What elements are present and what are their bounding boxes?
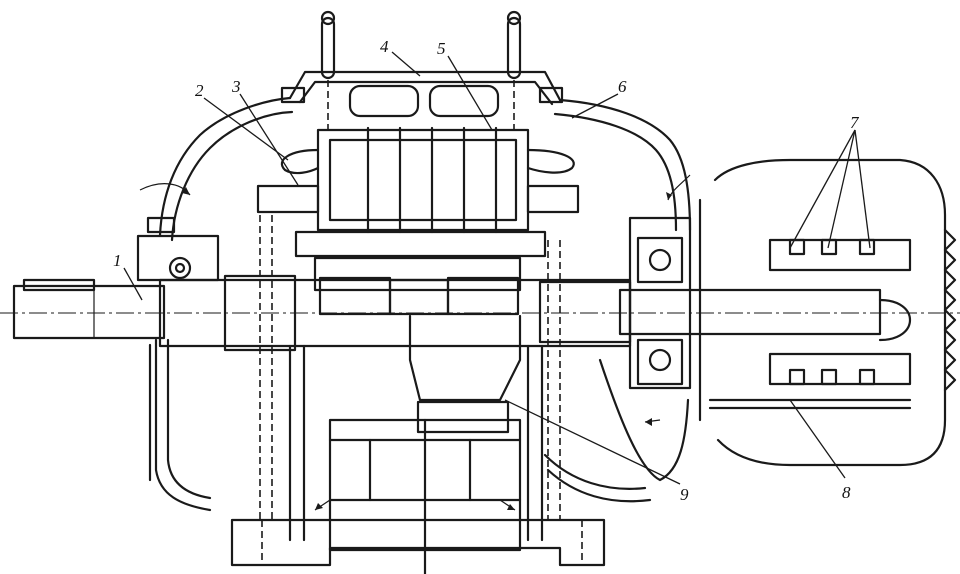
callout-8: 8 (842, 483, 851, 502)
internal-partitions (259, 215, 561, 542)
airflow-arrows (139, 174, 691, 511)
callout-3: 3 (231, 77, 241, 96)
right-bearing (628, 216, 692, 390)
callout-6: 6 (618, 77, 627, 96)
callout-7: 7 (850, 113, 860, 132)
left-bearing (136, 216, 220, 282)
stator-core (256, 126, 580, 234)
callout-5: 5 (437, 39, 446, 58)
callout-1: 1 (113, 251, 122, 270)
callout-4: 4 (380, 37, 389, 56)
slip-ring-assembly (698, 158, 957, 467)
callout-leaders (123, 51, 871, 485)
rotor (294, 230, 547, 316)
base-feet (230, 518, 606, 567)
shaft-extension (12, 278, 166, 340)
top-cover (280, 10, 564, 130)
lower-fan (328, 314, 522, 574)
housing-frame (148, 96, 692, 512)
callout-9: 9 (680, 485, 689, 504)
callout-2: 2 (195, 81, 204, 100)
